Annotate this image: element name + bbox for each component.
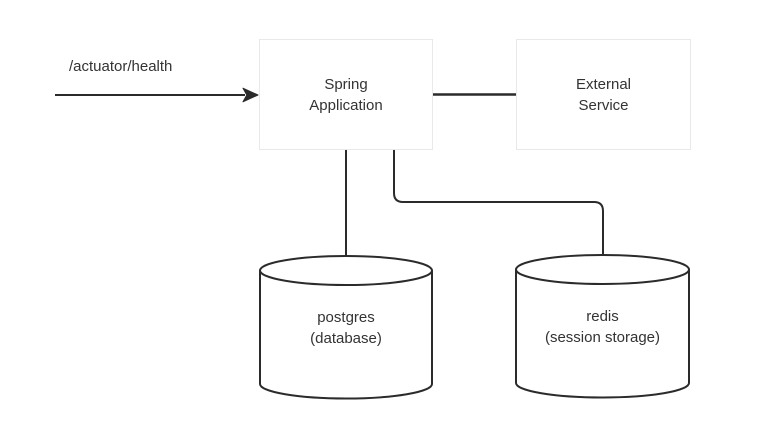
postgres-cylinder: [259, 255, 433, 400]
node-spring-application-label: Spring Application: [309, 75, 383, 114]
node-spring-application: Spring Application: [259, 39, 433, 150]
node-external-service-label: External Service: [575, 75, 632, 114]
health-request-arrow: [55, 87, 259, 103]
node-postgres-label: postgres (database): [310, 308, 382, 347]
node-redis-label: redis (session storage): [544, 307, 661, 346]
redis-cylinder: [515, 254, 690, 399]
node-external-service: External Service: [516, 39, 691, 150]
arrow-label: /actuator/health: [69, 58, 173, 75]
spring-to-redis-connector: [393, 150, 604, 256]
